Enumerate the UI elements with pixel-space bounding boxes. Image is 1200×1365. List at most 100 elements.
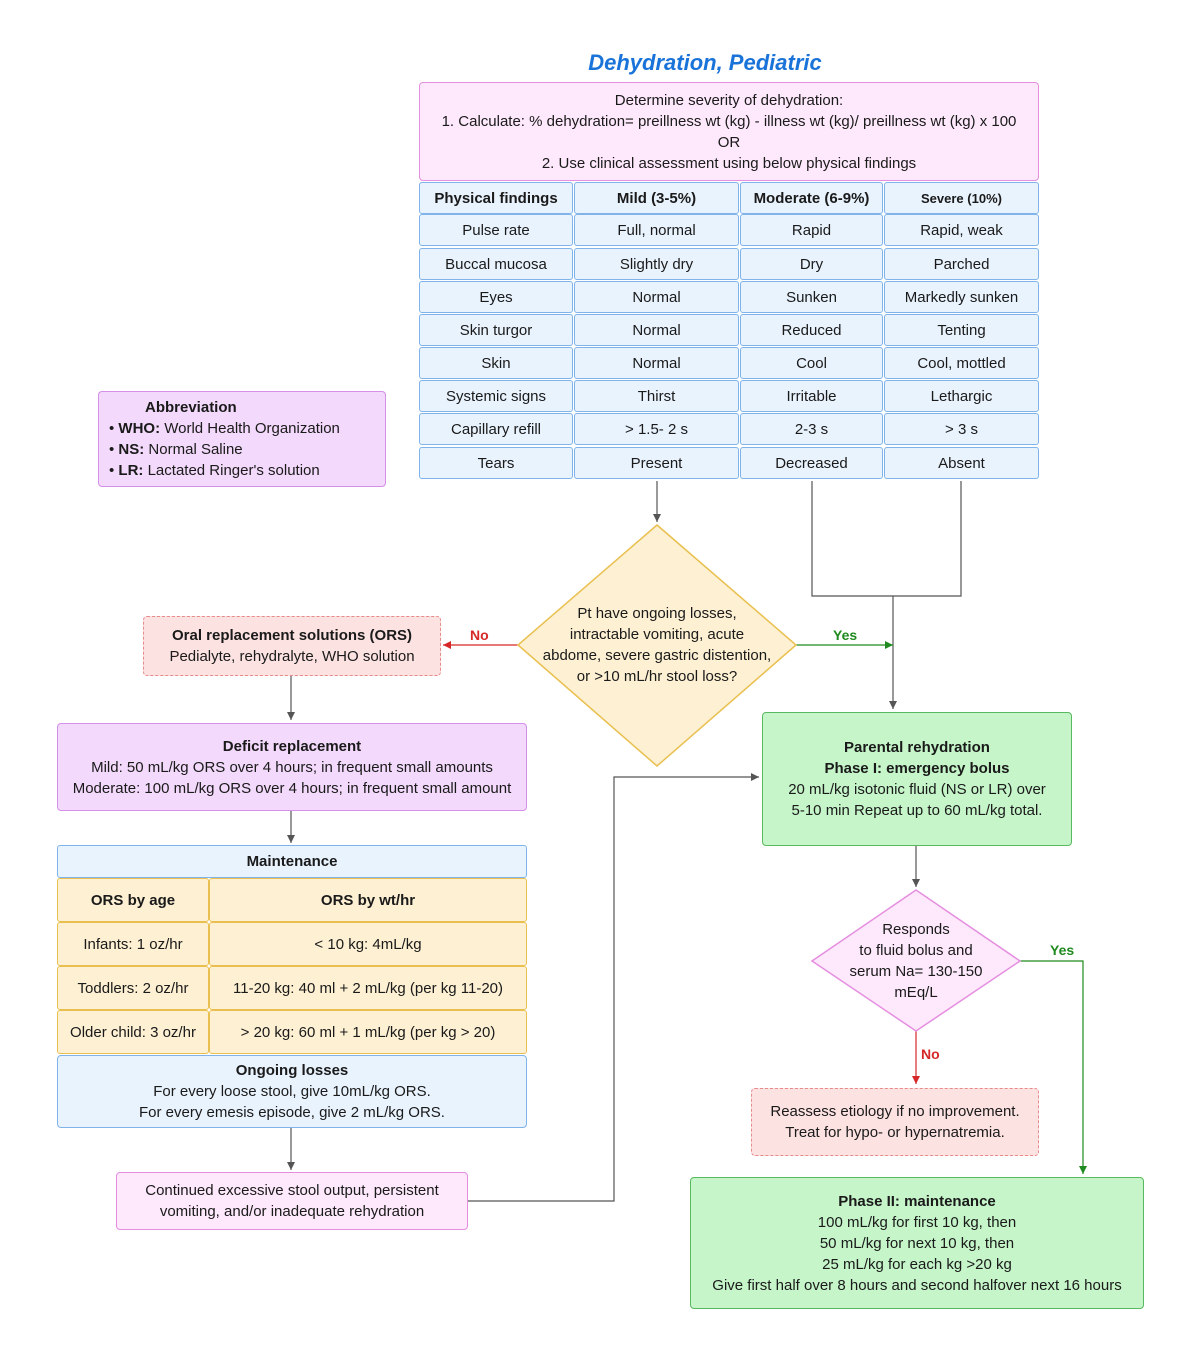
severity-line-1: Determine severity of dehydration:: [614, 91, 844, 109]
table-cell: Reduced: [740, 314, 883, 346]
table-cell: Irritable: [740, 380, 883, 412]
decision2-line: Responds: [882, 921, 950, 938]
table-cell: > 3 s: [884, 413, 1039, 445]
table-cell: > 1.5- 2 s: [574, 413, 739, 445]
table-cell: Normal: [574, 314, 739, 346]
table-cell: Dry: [740, 248, 883, 280]
decision-responds-text: Responds to fluid bolus and serum Na= 13…: [830, 915, 1002, 1007]
table-cell: Parched: [884, 248, 1039, 280]
abbreviation-item-ns: • NS: Normal Saline: [109, 441, 243, 458]
phase2-maintenance-box: Phase II: maintenance 100 mL/kg for firs…: [690, 1177, 1144, 1309]
decision-diamond-responds: [810, 889, 1022, 1032]
table-cell: Capillary refill: [419, 413, 573, 445]
ors-title: Oral replacement solutions (ORS): [171, 627, 413, 644]
ongoing-losses-box: Ongoing losses For every loose stool, gi…: [57, 1055, 527, 1128]
table-cell: Present: [574, 447, 739, 479]
phase2-line-3: 25 mL/kg for each kg >20 kg: [822, 1255, 1012, 1273]
table-cell: Markedly sunken: [884, 281, 1039, 313]
table-cell: Full, normal: [574, 214, 739, 246]
table-cell: Normal: [574, 281, 739, 313]
continued-line-1: Continued excessive stool output, persis…: [145, 1182, 439, 1199]
maintenance-cell: Toddlers: 2 oz/hr: [57, 966, 209, 1010]
deficit-line-2: Moderate: 100 mL/kg ORS over 4 hours; in…: [72, 779, 512, 797]
decision1-line: abdome, severe gastric distention,: [542, 647, 772, 664]
table-header-cell: Severe (10%): [884, 182, 1039, 214]
decision-ongoing-losses-text: Pt have ongoing losses, intractable vomi…: [520, 595, 794, 695]
table-cell: Cool: [740, 347, 883, 379]
table-cell: Eyes: [419, 281, 573, 313]
decision1-line: or >10 mL/hr stool loss?: [576, 668, 738, 685]
page-title: Dehydration, Pediatric: [588, 50, 822, 75]
connector-decision2-yes: [1020, 960, 1087, 1174]
parental-rehydration-box: Parental rehydration Phase I: emergency …: [762, 712, 1072, 846]
table-cell: Skin: [419, 347, 573, 379]
continued-line-2: vomiting, and/or inadequate rehydration: [159, 1203, 425, 1220]
table-cell: Systemic signs: [419, 380, 573, 412]
maintenance-cell: > 20 kg: 60 ml + 1 mL/kg (per kg > 20): [209, 1010, 527, 1054]
table-cell: Cool, mottled: [884, 347, 1039, 379]
table-cell: Tears: [419, 447, 573, 479]
continued-losses-box: Continued excessive stool output, persis…: [116, 1172, 468, 1230]
table-cell: Slightly dry: [574, 248, 739, 280]
phase2-line-1: 100 mL/kg for first 10 kg, then: [817, 1213, 1017, 1231]
reassess-line-1: Reassess etiology if no improvement.: [770, 1103, 1020, 1120]
phase2-line-4: Give first half over 8 hours and second …: [712, 1276, 1122, 1294]
decision1-line: intractable vomiting, acute: [569, 626, 745, 643]
maintenance-cell: Older child: 3 oz/hr: [57, 1010, 209, 1054]
decision1-no-label: No: [470, 627, 489, 643]
reassess-box: Reassess etiology if no improvement. Tre…: [751, 1088, 1039, 1156]
table-cell: Buccal mucosa: [419, 248, 573, 280]
table-cell: Normal: [574, 347, 739, 379]
maintenance-cell: 11-20 kg: 40 ml + 2 mL/kg (per kg 11-20): [209, 966, 527, 1010]
table-cell: Sunken: [740, 281, 883, 313]
deficit-title: Deficit replacement: [222, 737, 362, 755]
phase2-line-2: 50 mL/kg for next 10 kg, then: [819, 1234, 1015, 1252]
table-cell: Lethargic: [884, 380, 1039, 412]
abbreviation-item-lr: • LR: Lactated Ringer's solution: [109, 462, 320, 479]
decision1-line: Pt have ongoing losses,: [577, 605, 737, 622]
ors-text: Pedialyte, rehydralyte, WHO solution: [169, 648, 415, 665]
table-cell: Skin turgor: [419, 314, 573, 346]
maintenance-header-cell: ORS by wt/hr: [209, 878, 527, 922]
table-cell: Tenting: [884, 314, 1039, 346]
maintenance-title: Maintenance: [57, 845, 527, 878]
severity-line-2: 1. Calculate: % dehydration= preillness …: [441, 112, 1017, 130]
connector-continued-to-parental: [468, 773, 759, 1202]
parental-title: Parental rehydration: [844, 739, 990, 756]
table-cell: 2-3 s: [740, 413, 883, 445]
abbreviation-item-who: • WHO: World Health Organization: [109, 420, 340, 437]
abbreviation-title: Abbreviation: [145, 399, 237, 416]
ongoing-line-1: For every loose stool, give 10mL/kg ORS.: [153, 1083, 431, 1100]
table-cell: Decreased: [740, 447, 883, 479]
severity-line-4: 2. Use clinical assessment using below p…: [541, 154, 917, 172]
decision-diamond-ongoing-losses: [516, 524, 798, 767]
connector-moderate: [811, 481, 962, 597]
abbreviation-box: Abbreviation • WHO: World Health Organiz…: [98, 391, 386, 487]
maintenance-cell: Infants: 1 oz/hr: [57, 922, 209, 966]
table-cell: Pulse rate: [419, 214, 573, 246]
table-header-cell: Moderate (6-9%): [740, 182, 883, 214]
table-cell: Thirst: [574, 380, 739, 412]
deficit-line-1: Mild: 50 mL/kg ORS over 4 hours; in freq…: [91, 758, 493, 776]
severity-line-3: OR: [717, 133, 741, 151]
table-cell: Rapid, weak: [884, 214, 1039, 246]
decision2-no-label: No: [921, 1046, 940, 1062]
table-header-cell: Physical findings: [419, 182, 573, 214]
ongoing-line-2: For every emesis episode, give 2 mL/kg O…: [139, 1104, 445, 1121]
decision2-line: mEq/L: [894, 984, 938, 1001]
phase2-title: Phase II: maintenance: [838, 1192, 996, 1210]
parental-line-2: 5-10 min Repeat up to 60 mL/kg total.: [791, 802, 1043, 819]
ongoing-title: Ongoing losses: [235, 1062, 349, 1079]
deficit-replacement-box: Deficit replacement Mild: 50 mL/kg ORS o…: [57, 723, 527, 811]
parental-subtitle: Phase I: emergency bolus: [824, 760, 1010, 777]
table-header-cell: Mild (3-5%): [574, 182, 739, 214]
decision2-line: serum Na= 130-150: [849, 963, 983, 980]
parental-line-1: 20 mL/kg isotonic fluid (NS or LR) over: [788, 781, 1046, 798]
ors-box: Oral replacement solutions (ORS) Pedialy…: [143, 616, 441, 676]
decision1-yes-label: Yes: [833, 627, 858, 643]
decision2-yes-label: Yes: [1050, 942, 1075, 958]
table-cell: Absent: [884, 447, 1039, 479]
maintenance-cell: < 10 kg: 4mL/kg: [209, 922, 527, 966]
severity-box: Determine severity of dehydration: 1. Ca…: [419, 82, 1039, 181]
table-cell: Rapid: [740, 214, 883, 246]
